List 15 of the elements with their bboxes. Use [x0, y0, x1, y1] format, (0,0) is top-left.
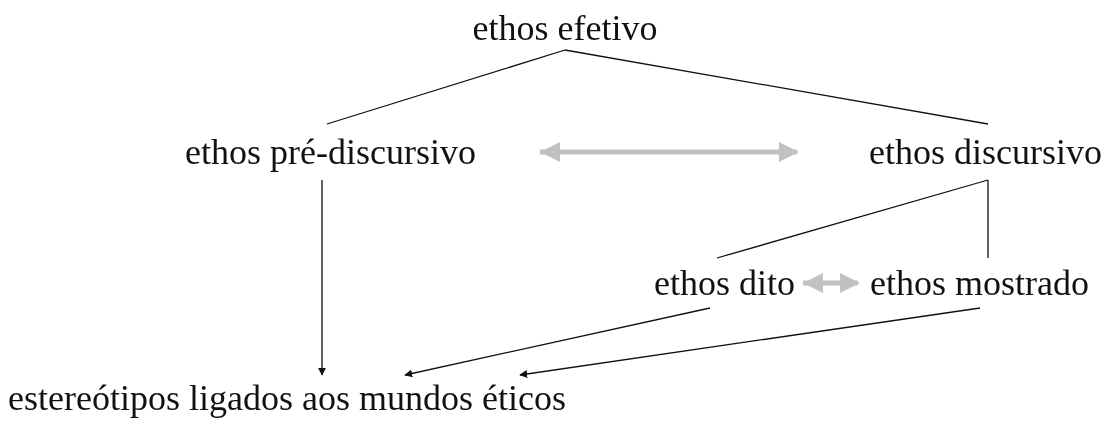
arrow [318, 179, 326, 376]
node-label: estereótipos ligados aos mundos éticos [8, 380, 566, 416]
node-label: ethos dito [654, 265, 795, 301]
connector-line [564, 49, 989, 125]
node-label: ethos mostrado [870, 265, 1089, 301]
node-label: ethos pré-discursivo [185, 134, 476, 170]
connector-line [326, 49, 566, 125]
arrow [519, 307, 981, 378]
connector-line [987, 179, 989, 259]
node-label: ethos discursivo [869, 134, 1102, 170]
connector-line [716, 179, 989, 259]
double-arrow [803, 273, 860, 293]
double-arrow [540, 142, 799, 162]
arrow [404, 307, 711, 378]
node-label: ethos efetivo [472, 10, 658, 46]
